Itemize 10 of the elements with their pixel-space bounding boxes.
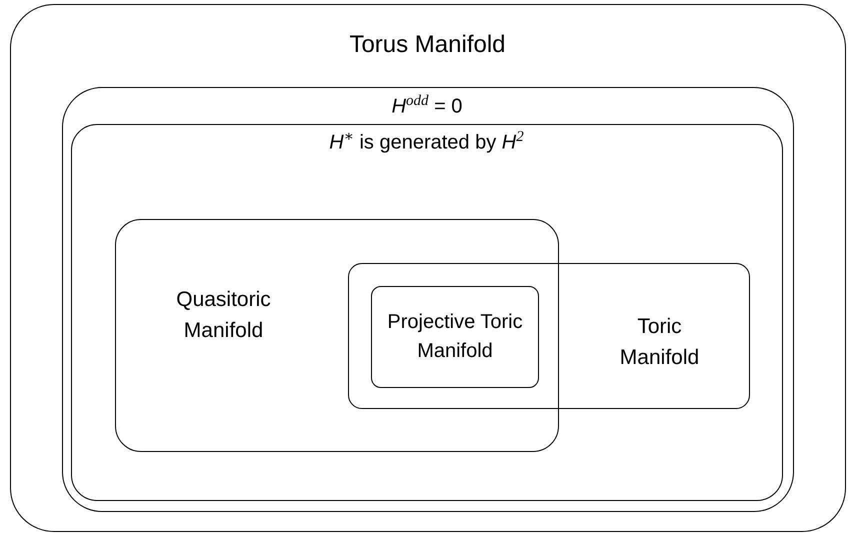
condition-label: H$^{odd}$ = 0 <box>390 92 464 120</box>
condition-label: H$^{∗}$ is generated by H$^{2}$ <box>328 128 525 156</box>
region-box <box>348 262 750 408</box>
title-text: Torus Manifold <box>348 30 507 60</box>
region-box <box>10 4 846 532</box>
region-box <box>371 286 539 388</box>
node-label: Toric Manifold <box>618 314 700 371</box>
node-label: Projective Toric Manifold <box>386 310 524 364</box>
region-box <box>114 218 558 452</box>
node-label: Quasitoric Manifold <box>175 286 272 344</box>
